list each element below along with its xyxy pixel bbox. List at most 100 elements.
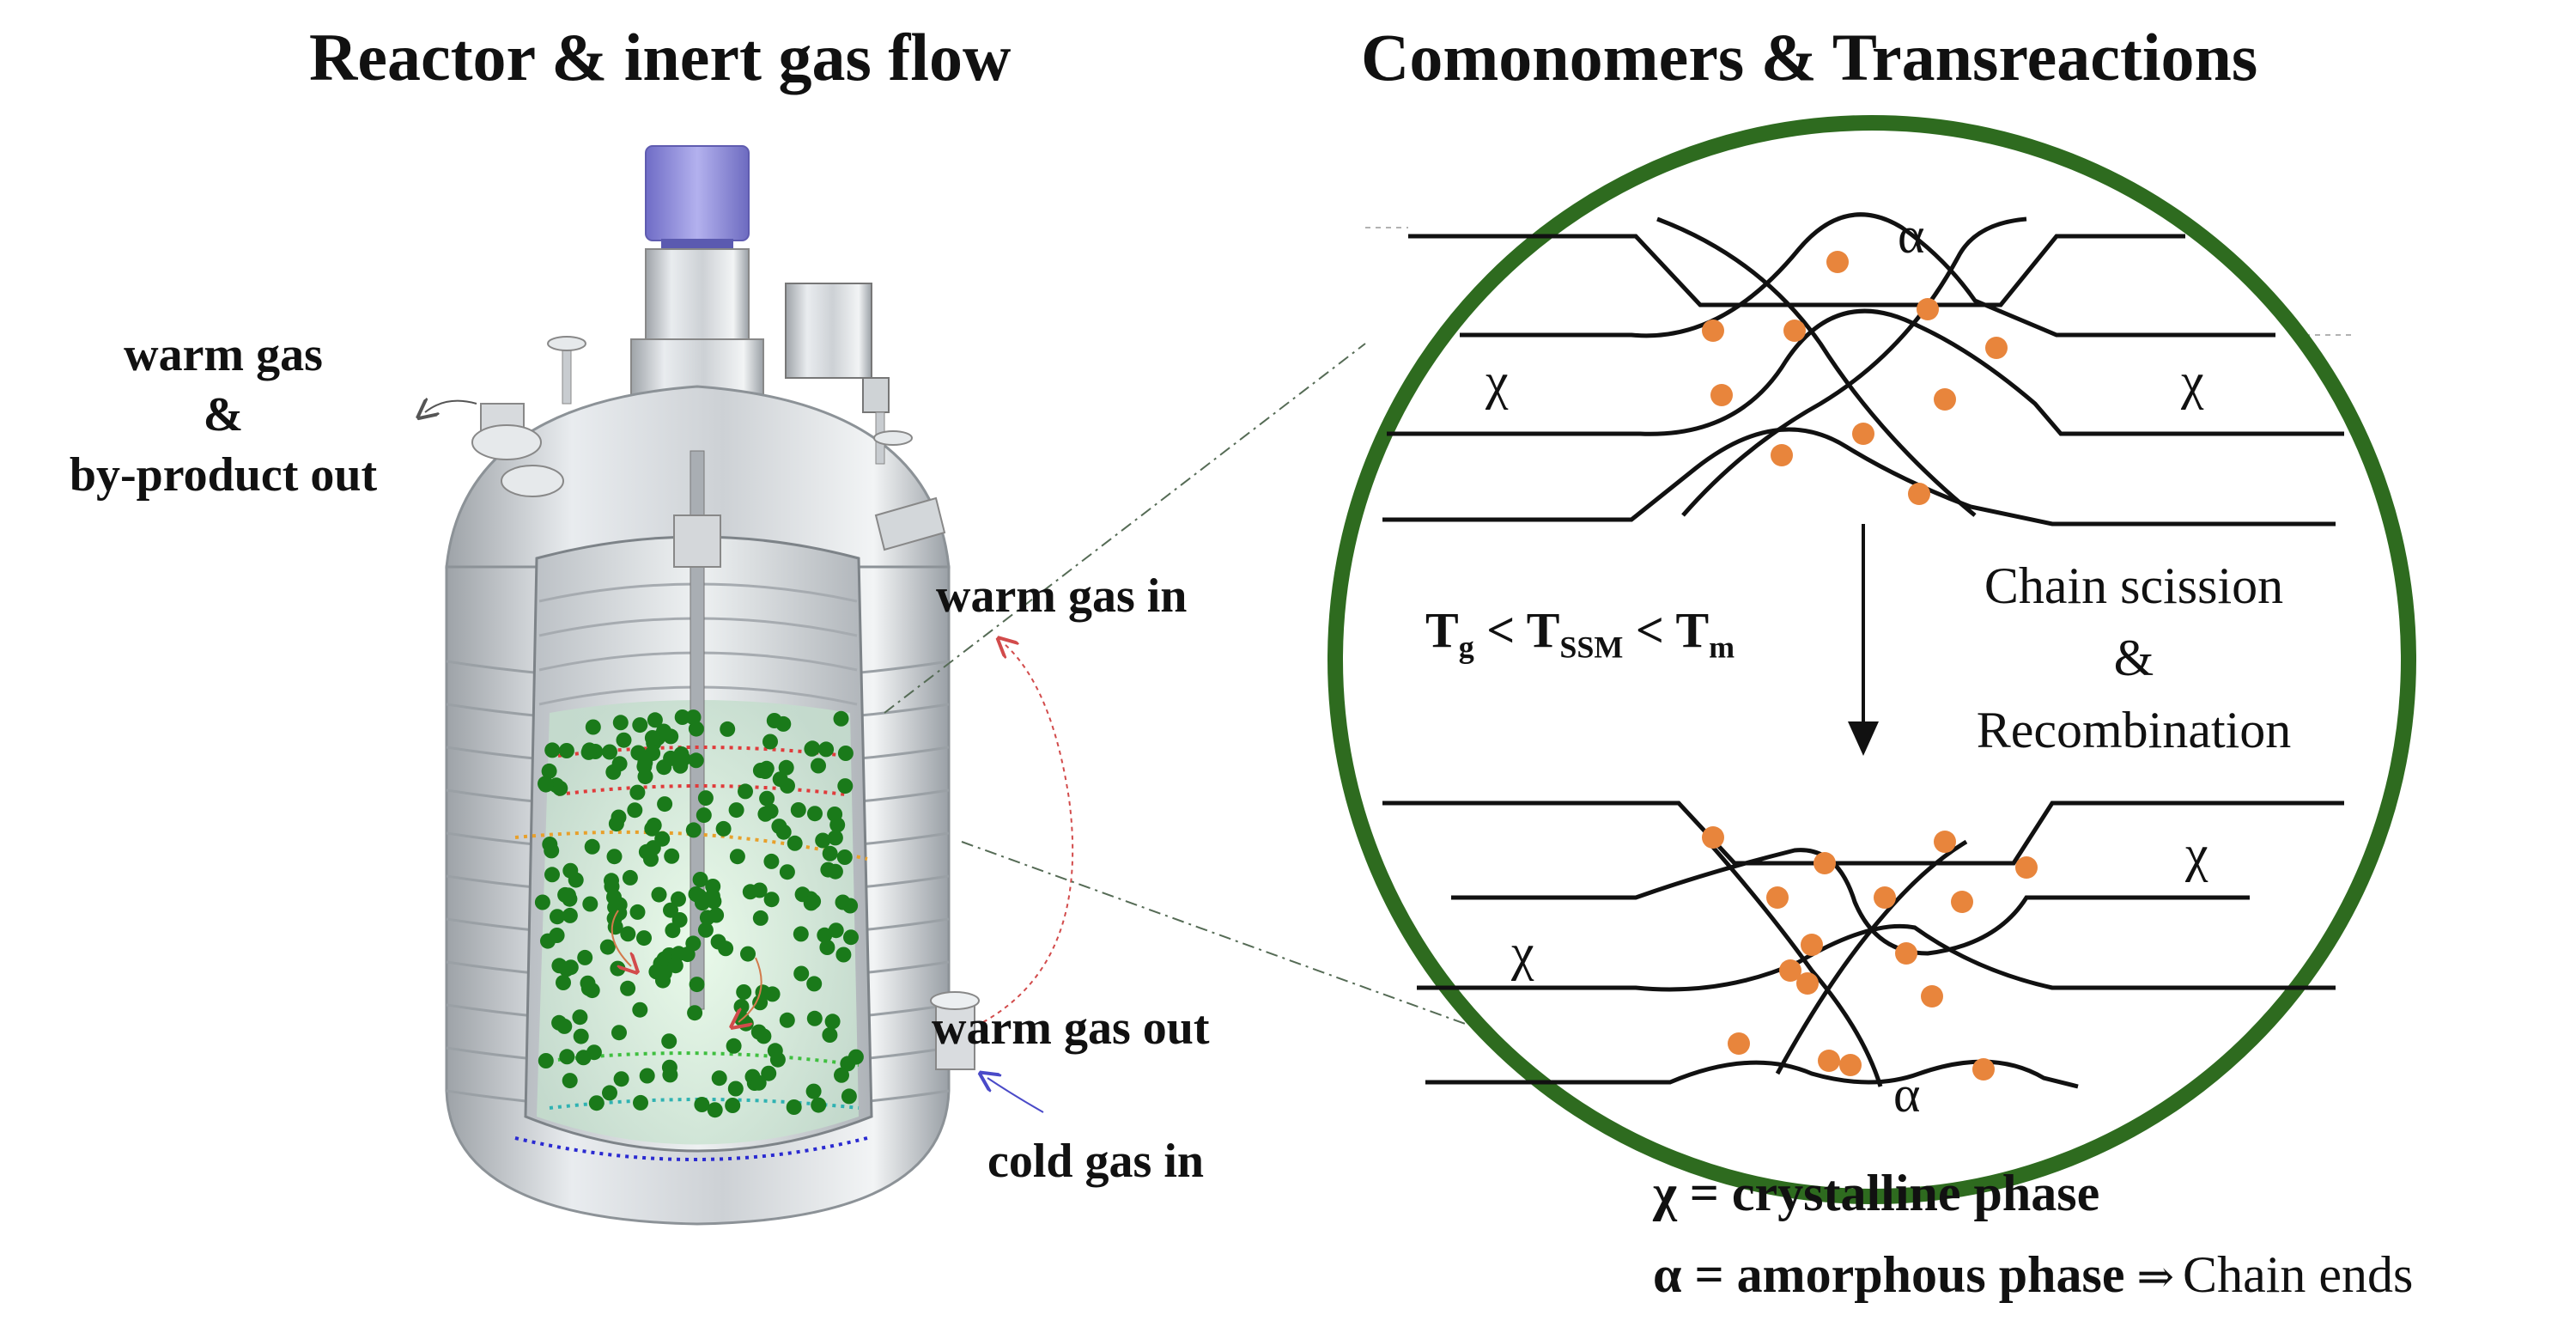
polymer-particle — [694, 1097, 710, 1112]
chain-end-dot — [1895, 942, 1917, 965]
chain-end-dot — [1818, 1050, 1840, 1072]
polymer-particle — [586, 1044, 602, 1061]
polymer-particle — [779, 864, 795, 880]
chain-end-dot — [1985, 337, 2008, 359]
polymer-particle — [790, 802, 806, 818]
polymer-particle — [632, 1001, 648, 1018]
polymer-particle — [824, 1014, 841, 1030]
lt-symbol-2: < — [1635, 602, 1664, 658]
polymer-particle — [558, 743, 574, 758]
chain-end-dot — [1728, 1032, 1750, 1055]
polymer-particle — [685, 709, 702, 726]
instrument-box — [785, 283, 872, 379]
polymer-particle — [697, 790, 714, 807]
polymer-particle — [606, 849, 623, 865]
chain-end-dot — [1839, 1054, 1862, 1076]
polymer-particle — [559, 1049, 575, 1065]
polymer-particle — [629, 784, 646, 801]
polymer-particle — [549, 928, 565, 943]
polymer-particle — [763, 892, 780, 908]
alpha-top-label: α — [1898, 207, 1925, 264]
chain-end-dot — [1814, 852, 1836, 874]
polymer-particle — [656, 965, 672, 981]
chain-ends-label: Chain ends — [2183, 1246, 2414, 1303]
polymer-particle — [775, 715, 792, 732]
alpha-bottom-label: α — [1893, 1066, 1921, 1123]
polymer-particle — [822, 1027, 838, 1043]
process-line-2: & — [2113, 630, 2154, 686]
polymer-particle — [602, 744, 617, 760]
polymer-particle — [738, 783, 753, 800]
polymer-particle — [805, 740, 821, 757]
polymer-particle — [632, 717, 648, 734]
polymer-particle — [599, 939, 616, 955]
chain-end-dot — [1852, 423, 1874, 445]
polymer-particle — [633, 1094, 648, 1111]
polymer-particle — [805, 1083, 822, 1099]
temp-line-green — [549, 1051, 860, 1067]
polymer-particle — [848, 1049, 864, 1065]
polymer-particle — [725, 1098, 741, 1113]
polymer-particle — [688, 752, 704, 769]
tm-symbol: T — [1675, 602, 1710, 658]
polymer-particle — [837, 746, 854, 761]
polymer-particle — [582, 896, 598, 912]
polymer-particle — [585, 719, 601, 735]
polymer-particle — [651, 886, 667, 903]
polymer-particle — [769, 1051, 786, 1068]
polymer-particle — [667, 958, 683, 974]
chi-top-left-label: χ — [1485, 353, 1509, 410]
polymer-particle — [763, 853, 780, 869]
polymer-particle — [674, 709, 690, 725]
chain-end-dot — [1934, 831, 1956, 853]
polymer-particle — [778, 759, 794, 776]
chain-end-dot — [1934, 388, 1956, 411]
polymer-particle — [620, 926, 636, 942]
polymer-particle — [822, 845, 838, 861]
polymer-particle — [803, 895, 819, 911]
polymer-particle — [828, 922, 844, 939]
polymer-particle — [780, 777, 795, 794]
cold-gas-in-arrow — [987, 1078, 1044, 1113]
polymer-particle — [815, 832, 831, 849]
tssm-subscript: SSM — [1559, 630, 1624, 665]
reactor-illustration — [425, 145, 1074, 1226]
tm-subscript: m — [1709, 630, 1735, 665]
polymer-particle — [728, 802, 744, 819]
chi-bottom-left-label: χ — [1511, 924, 1534, 981]
polymer-particle — [715, 820, 732, 837]
polymer-particle — [616, 732, 632, 748]
polymer-particle — [687, 1005, 703, 1021]
label-line-3: by-product out — [69, 448, 378, 502]
polymer-particle — [752, 763, 769, 778]
polymer-particle — [613, 1071, 629, 1087]
polymer-particle — [806, 976, 823, 992]
polymer-particle — [602, 1085, 617, 1101]
polymer-particle — [572, 1009, 588, 1026]
polymer-particle — [727, 1081, 744, 1097]
polymer-particle — [820, 861, 836, 878]
process-line-3: Recombination — [1976, 702, 2292, 758]
polymer-particle — [657, 796, 673, 813]
polymer-particle — [556, 975, 571, 990]
polymer-particle — [534, 894, 550, 910]
label-line-2: & — [203, 388, 244, 441]
polymer-particle — [740, 946, 756, 962]
polymer-particle — [581, 742, 598, 758]
drive-column — [645, 248, 750, 344]
polymer-particle — [761, 1065, 777, 1081]
polymer-particle — [842, 898, 859, 914]
polymer-particle — [692, 872, 708, 887]
polymer-particle — [752, 910, 769, 926]
polymer-particle — [637, 755, 653, 770]
polymer-particle — [604, 879, 620, 895]
polymer-particle — [834, 1067, 849, 1083]
polymer-particle — [818, 741, 835, 758]
polymer-particle — [679, 947, 696, 963]
chain-end-dot — [1801, 934, 1823, 956]
process-line-1: Chain scission — [1984, 557, 2284, 614]
polymer-particles — [534, 709, 864, 1118]
polymer-particle — [629, 904, 646, 920]
polymer-particle — [573, 1028, 589, 1044]
chi-top-right-label: χ — [2181, 353, 2204, 410]
